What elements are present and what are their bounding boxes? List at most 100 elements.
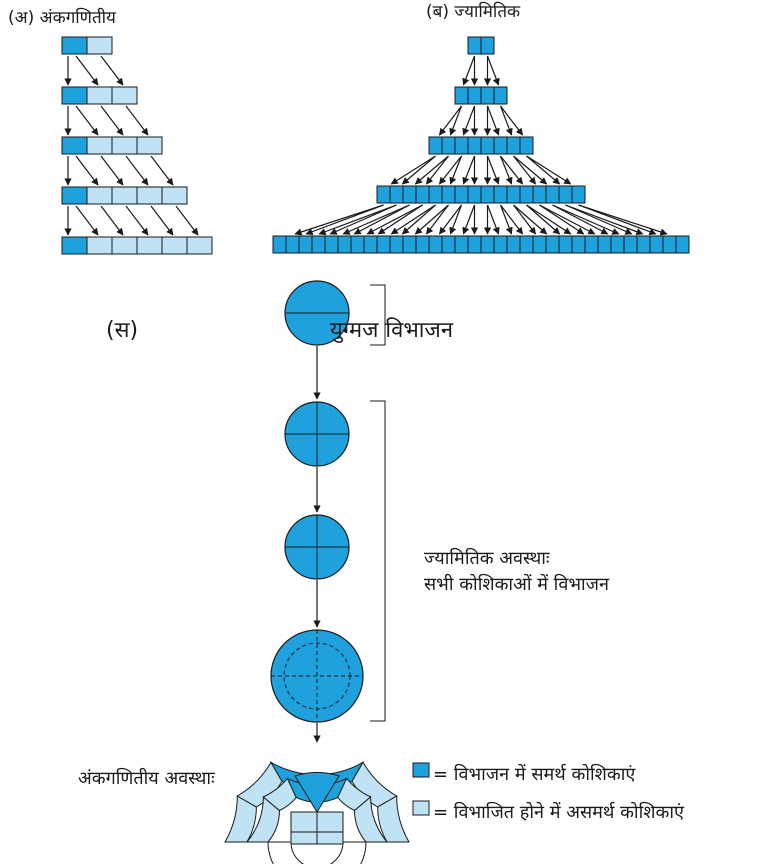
division-arrow	[175, 205, 199, 236]
dividing-cell	[649, 235, 664, 254]
dividing-cell	[480, 235, 495, 254]
dividing-cell	[623, 235, 638, 254]
division-arrow	[526, 204, 561, 235]
dividing-cell	[376, 185, 391, 204]
non-dividing-cell	[111, 236, 138, 255]
division-arrow	[414, 204, 449, 235]
dividing-cell	[480, 185, 495, 204]
legend-swatches	[412, 762, 430, 816]
dividing-cell	[376, 235, 391, 254]
division-arrow	[75, 205, 99, 236]
dividing-cell	[558, 235, 573, 254]
non-dividing-cell	[161, 236, 188, 255]
division-arrow	[353, 204, 410, 235]
legend-non-dividing-label: = विभाजित होने में असमर्थ कोशिकाएं	[433, 802, 684, 823]
geometric-stage-description: सभी कोशिकाओं में विभाजन	[424, 574, 610, 595]
division-arrow	[499, 105, 513, 136]
dividing-cell	[532, 235, 547, 254]
non-dividing-cell	[86, 136, 113, 155]
zygote-bracket	[370, 284, 386, 346]
dividing-cell	[311, 235, 326, 254]
dividing-cell	[584, 235, 599, 254]
dividing-cell	[285, 235, 300, 254]
division-arrow	[390, 155, 436, 185]
non-dividing-cell	[111, 136, 138, 155]
dividing-cell	[467, 36, 482, 55]
dividing-cell	[519, 136, 534, 155]
dividing-cell	[558, 185, 573, 204]
division-arrow	[565, 204, 633, 235]
legend-dividing-swatch	[412, 762, 430, 778]
dividing-cell	[506, 235, 521, 254]
geometric-stage-label: ज्यामितिक अवस्थाः	[424, 548, 550, 569]
division-arrow	[526, 204, 572, 235]
division-arrow	[401, 155, 436, 185]
dividing-cell	[454, 136, 469, 155]
division-arrow	[486, 55, 500, 86]
non-dividing-cell	[136, 236, 163, 255]
embryo-division-figure	[224, 280, 410, 864]
dividing-cell	[61, 186, 88, 205]
dividing-cell	[545, 185, 560, 204]
dividing-cell	[389, 235, 404, 254]
dividing-cell	[545, 235, 560, 254]
dividing-cell	[493, 86, 508, 105]
dividing-cell	[467, 86, 482, 105]
non-dividing-cell	[111, 86, 138, 105]
division-arrow	[500, 204, 524, 235]
dividing-cell	[454, 86, 469, 105]
non-dividing-cell	[377, 795, 410, 843]
division-arrow	[499, 204, 513, 235]
division-arrow	[539, 204, 585, 235]
division-arrow	[513, 204, 548, 235]
division-arrow	[100, 205, 124, 236]
division-arrow	[425, 155, 449, 185]
division-arrow	[500, 105, 524, 136]
division-arrow	[438, 204, 462, 235]
division-arrow	[486, 155, 500, 185]
division-arrow	[125, 205, 149, 236]
dividing-cell	[428, 235, 443, 254]
dividing-cell	[597, 235, 612, 254]
division-arrow	[486, 105, 500, 136]
division-arrow	[377, 204, 423, 235]
non-dividing-cell	[186, 236, 213, 255]
non-dividing-cell	[136, 186, 163, 205]
non-dividing-cell	[86, 36, 113, 55]
non-dividing-cell	[86, 86, 113, 105]
dividing-cell	[61, 136, 88, 155]
dividing-cell	[61, 86, 88, 105]
division-arrow	[513, 155, 537, 185]
dividing-cell	[415, 235, 430, 254]
dividing-cell	[571, 185, 586, 204]
non-dividing-cell	[111, 186, 138, 205]
dividing-cell	[363, 235, 378, 254]
dividing-cell	[441, 136, 456, 155]
dividing-cell	[519, 235, 534, 254]
division-arrow	[75, 55, 99, 86]
dividing-cell	[324, 235, 339, 254]
dividing-cell	[441, 235, 456, 254]
division-arrow	[150, 155, 174, 186]
dividing-cell	[532, 185, 547, 204]
division-arrow	[578, 204, 668, 236]
dividing-cell	[480, 36, 495, 55]
arithmetic-growth-figure	[61, 36, 213, 255]
dividing-cell	[493, 185, 508, 204]
division-arrow	[150, 205, 174, 236]
dividing-cell	[454, 235, 469, 254]
dividing-cell	[506, 136, 521, 155]
division-arrow	[75, 155, 99, 186]
dividing-cell	[571, 235, 586, 254]
division-arrow	[425, 204, 449, 235]
division-arrow	[438, 105, 462, 136]
inner-cell-ring	[267, 841, 367, 864]
non-dividing-cell	[86, 236, 113, 255]
division-arrow	[390, 204, 436, 235]
dividing-cell	[454, 185, 469, 204]
division-arrow	[100, 55, 124, 86]
division-arrow	[75, 105, 99, 136]
division-arrow	[125, 155, 149, 186]
division-arrow	[499, 155, 513, 185]
